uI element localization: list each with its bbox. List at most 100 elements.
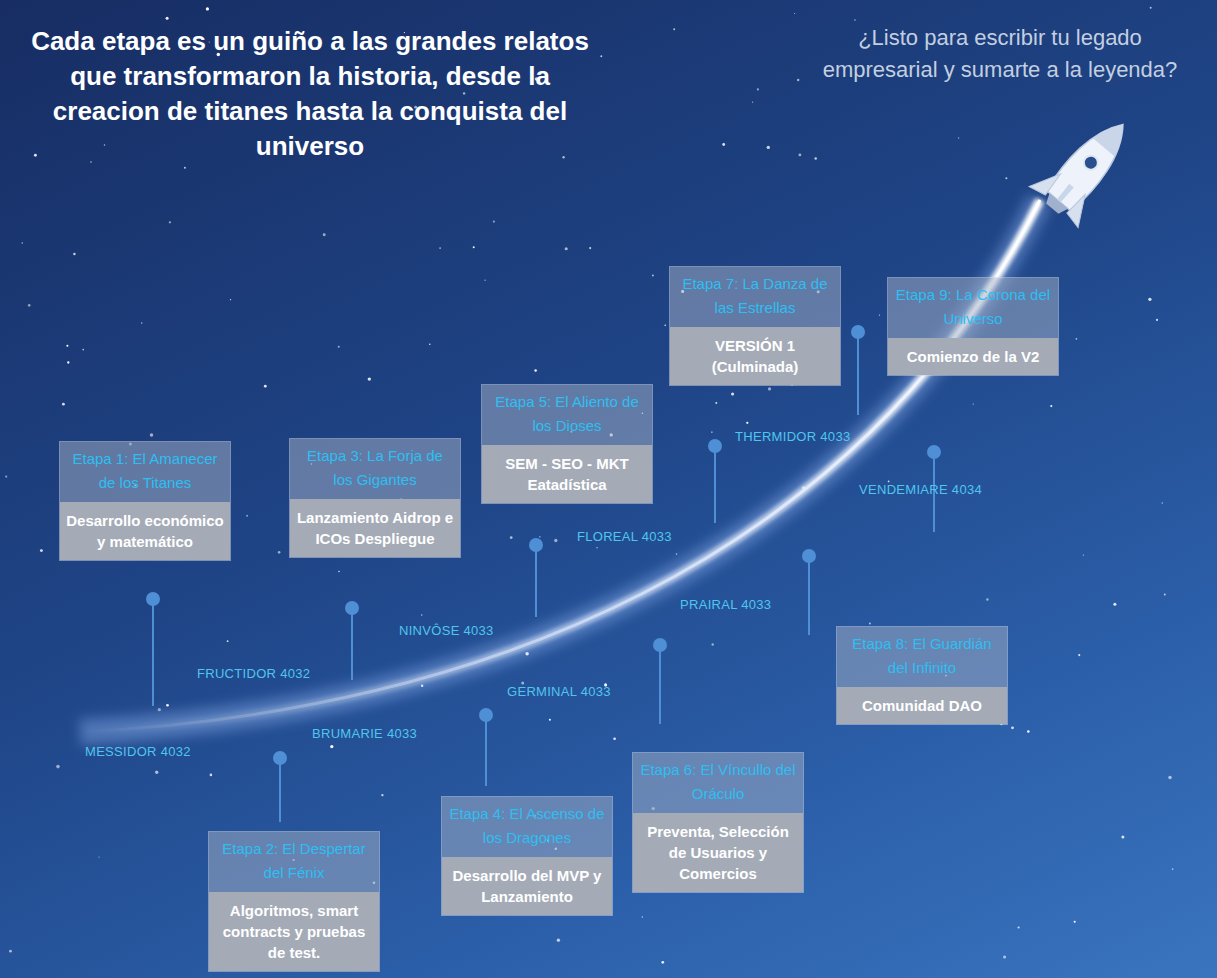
timeline-pins <box>147 326 940 822</box>
stage-box: Etapa 2: El Despertar del FénixAlgoritmo… <box>208 831 380 972</box>
star <box>169 221 171 223</box>
star <box>510 536 513 539</box>
star <box>1150 7 1152 9</box>
star <box>330 745 333 748</box>
star <box>155 771 158 774</box>
star <box>338 346 340 348</box>
stage-description: Lanzamiento Aidrop e ICOs Despliegue <box>290 499 460 557</box>
star <box>814 157 817 160</box>
star <box>642 916 643 917</box>
star <box>1018 926 1020 928</box>
star <box>206 7 209 10</box>
star <box>664 324 666 326</box>
star <box>493 221 495 223</box>
star <box>62 403 65 406</box>
star <box>166 17 169 20</box>
star <box>98 856 99 857</box>
stage-box: Etapa 7: La Danza de las EstrellasVERSIÓ… <box>669 266 841 386</box>
stars <box>5 7 1173 971</box>
timeline-date: VENDEMIARE 4034 <box>859 482 982 497</box>
star <box>90 161 91 162</box>
star <box>28 304 31 307</box>
timeline-date: NINVÔSE 4033 <box>399 623 494 638</box>
stage-description: VERSIÓN 1 (Culminada) <box>670 327 840 385</box>
stage-heading: Etapa 7: La Danza de las Estrellas <box>670 267 840 327</box>
star <box>746 422 748 424</box>
star <box>557 939 560 942</box>
star <box>429 344 430 345</box>
stage-heading: Etapa 9: La Corona del Universo <box>888 278 1058 338</box>
star <box>652 274 654 276</box>
star <box>1168 776 1171 779</box>
star <box>230 299 231 300</box>
star <box>613 738 616 741</box>
star <box>473 246 475 248</box>
star <box>1074 921 1076 923</box>
stage-heading: Etapa 2: El Despertar del Fénix <box>209 832 379 892</box>
star <box>166 704 169 707</box>
star <box>600 55 602 57</box>
star <box>1156 319 1158 321</box>
star <box>673 28 675 30</box>
star <box>798 153 801 156</box>
stage-description: SEM - SEO - MKT Eatadística <box>482 445 652 503</box>
star <box>463 92 465 94</box>
star <box>34 154 37 157</box>
star <box>986 598 989 601</box>
stage-heading: Etapa 8: El Guardián del Infinito <box>837 627 1007 687</box>
timeline-date: PRAIRAL 4033 <box>680 597 771 612</box>
star <box>1076 338 1078 340</box>
star <box>1003 955 1006 958</box>
timeline-date: GERMINAL 4033 <box>507 684 611 699</box>
star <box>768 387 771 390</box>
stage-heading: Etapa 3: La Forja de los Gigantes <box>290 439 460 499</box>
timeline-date: FRUCTIDOR 4032 <box>197 666 310 681</box>
star <box>104 144 106 146</box>
star <box>21 242 23 244</box>
star <box>731 393 734 396</box>
star <box>958 137 960 139</box>
star <box>421 614 422 615</box>
star <box>539 536 540 537</box>
stage-box: Etapa 3: La Forja de los GigantesLanzami… <box>289 438 461 558</box>
star <box>40 549 43 552</box>
star <box>661 961 664 964</box>
star <box>565 247 568 250</box>
star <box>596 547 597 548</box>
star <box>246 515 248 517</box>
star <box>158 708 161 711</box>
star <box>56 765 60 769</box>
rocket <box>1028 104 1148 229</box>
diagram-title: Cada etapa es un guiño a las grandes rel… <box>30 24 590 164</box>
star <box>439 247 441 249</box>
star <box>485 280 486 281</box>
star <box>794 13 795 14</box>
stage-box: Etapa 1: El Amanecer de los TitanesDesar… <box>59 441 231 561</box>
star <box>767 146 770 149</box>
star <box>589 247 591 249</box>
star <box>5 475 7 477</box>
stage-box: Etapa 9: La Corona del UniversoComienzo … <box>887 277 1059 376</box>
star <box>1078 654 1080 656</box>
star <box>676 553 678 555</box>
star <box>554 539 557 542</box>
call-to-action: ¿Listo para escribir tu legado empresari… <box>800 22 1200 86</box>
star <box>264 385 267 388</box>
stage-box: Etapa 6: El Víncullo del OráculoPreventa… <box>632 752 804 893</box>
star <box>1113 603 1116 606</box>
star <box>722 143 725 146</box>
timeline-date: FLOREAL 4033 <box>577 529 672 544</box>
star <box>368 377 371 380</box>
star <box>141 322 142 323</box>
stage-box: Etapa 8: El Guardián del InfinitoComunid… <box>836 626 1008 725</box>
stage-box: Etapa 4: El Ascenso de los DragonesDesar… <box>441 796 613 916</box>
star <box>9 950 12 953</box>
star <box>73 253 75 255</box>
star <box>1011 726 1014 729</box>
star <box>715 402 717 404</box>
star <box>184 167 186 169</box>
stage-description: Desarrollo económico y matemático <box>60 502 230 560</box>
star <box>278 551 281 554</box>
star <box>67 361 69 363</box>
star <box>1083 554 1084 555</box>
